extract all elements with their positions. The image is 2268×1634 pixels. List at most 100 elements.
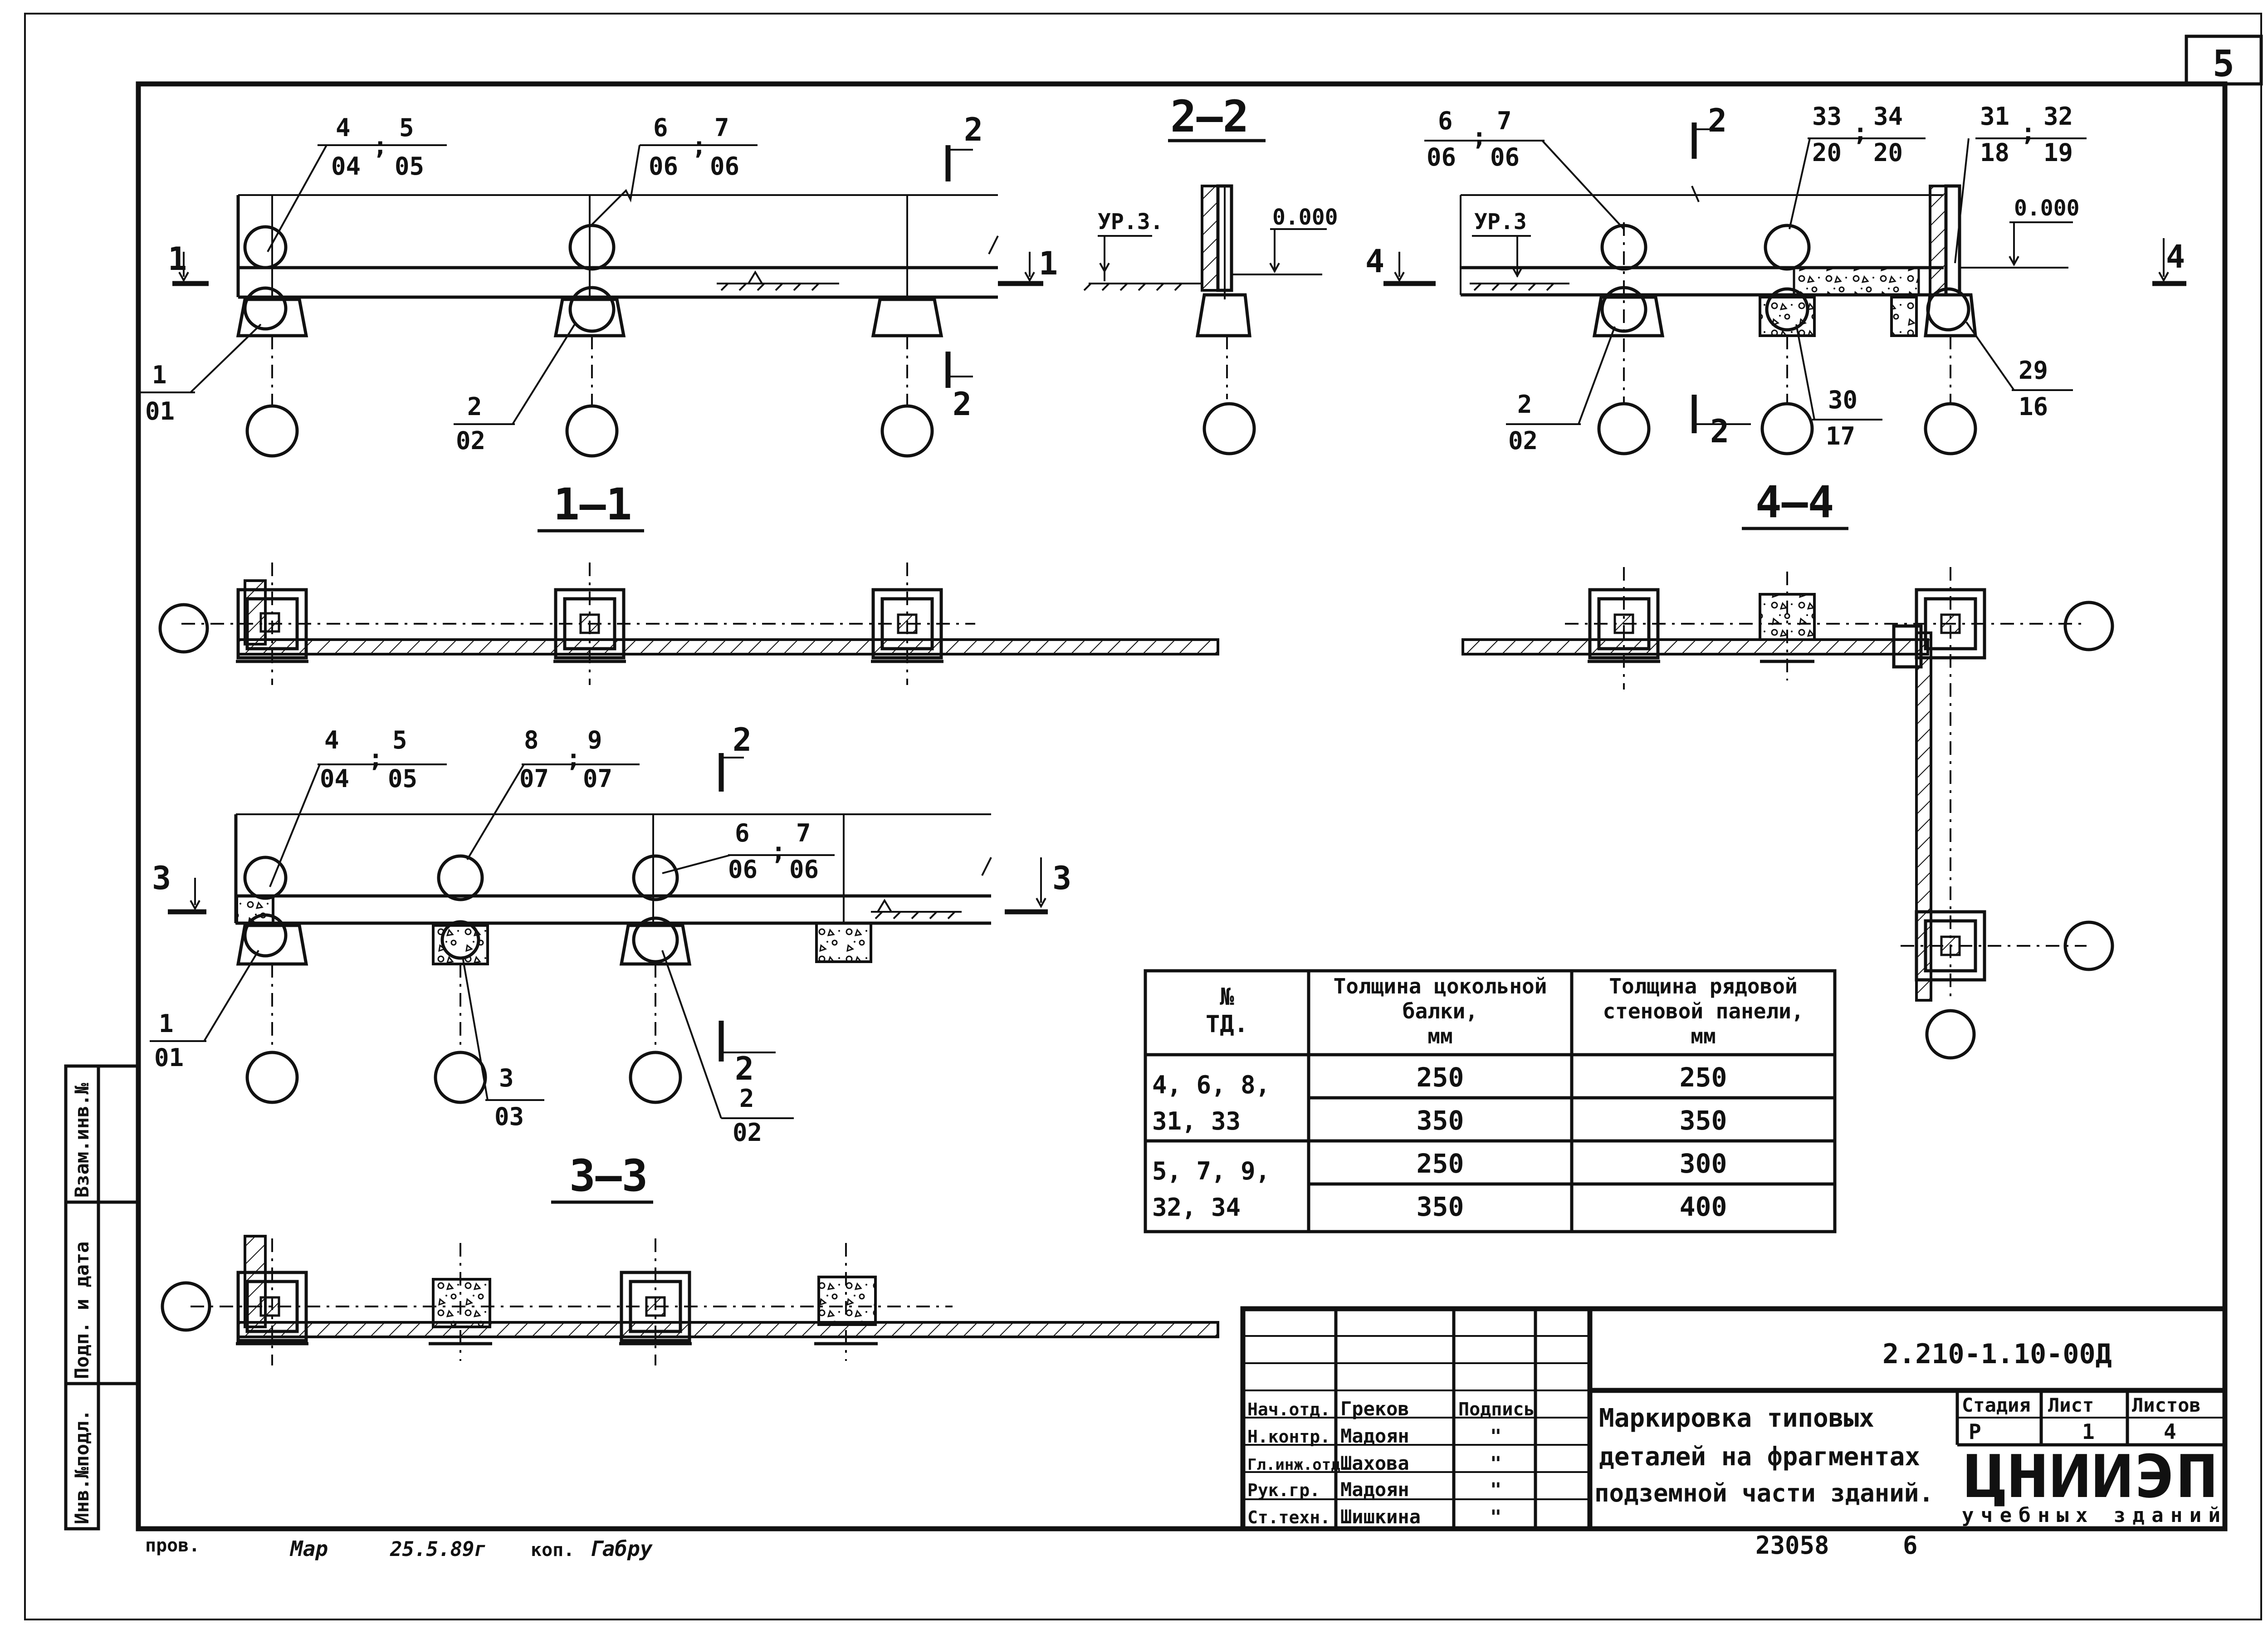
title-line-3: подземной части зданий. — [1594, 1479, 1934, 1507]
cut-2-mid-top: 2 — [733, 721, 752, 758]
table-header-beam: Толщина цокольной — [1334, 974, 1547, 998]
cut-2-top: 2 — [964, 111, 983, 148]
note-signature-2: Габру — [590, 1536, 653, 1561]
sheet-value: 1 — [2082, 1419, 2095, 1444]
table-group-2-td: 5, 7, 9, — [1152, 1157, 1270, 1185]
svg-text:29: 29 — [2019, 356, 2048, 385]
table-group-1-td: 4, 6, 8, — [1152, 1071, 1270, 1099]
title-line-1: Маркировка типовых — [1599, 1404, 1874, 1433]
table-header-panel: Толщина рядовой — [1609, 974, 1797, 998]
svg-text:04: 04 — [320, 764, 349, 793]
level-ur3-22: УР.3. — [1098, 209, 1163, 235]
side-podp-data: Подп. и дата — [71, 1242, 93, 1379]
svg-text:стеновой панели,: стеновой панели, — [1603, 999, 1804, 1023]
sheets-value: 4 — [2164, 1419, 2176, 1444]
side-stamp: Инв.№подл. Подп. и дата Взам.инв.№ — [64, 1064, 138, 1531]
role-3: Гл.инж.отд. — [1247, 1456, 1349, 1474]
svg-text:;: ; — [566, 744, 581, 773]
sheet-number: 5 — [2213, 43, 2234, 85]
callouts-elevation-1: 4 04 ; 5 05 6 06 ; 7 06 1 01 2 02 — [141, 113, 758, 455]
sheet-number-box — [2185, 34, 2263, 86]
section-1-1-title: 1–1 — [553, 479, 632, 530]
doc-code: 2.210-1.10-00Д — [1882, 1338, 2112, 1370]
table-cell: 350 — [1417, 1105, 1464, 1136]
svg-text:;: ; — [771, 837, 786, 866]
cut-2-e4-bottom: 2 — [1710, 413, 1729, 450]
role-1: Нач.отд. — [1247, 1399, 1330, 1419]
svg-text:5: 5 — [392, 726, 407, 754]
svg-text:балки,: балки, — [1403, 999, 1478, 1023]
svg-text:ТД.: ТД. — [1206, 1011, 1248, 1038]
stage-header: Стадия — [1962, 1394, 2031, 1416]
svg-text:3: 3 — [499, 1064, 514, 1092]
svg-text:6: 6 — [735, 819, 750, 847]
cut-2-e4-top: 2 — [1708, 102, 1727, 139]
note-kop: коп. — [531, 1540, 574, 1561]
table-cell: 350 — [1417, 1191, 1464, 1222]
sig-mark-4: " — [1490, 1506, 1501, 1528]
table-cell: 250 — [1417, 1148, 1464, 1179]
svg-text:02: 02 — [1508, 426, 1538, 455]
svg-text:1: 1 — [159, 1009, 174, 1038]
svg-text:;: ; — [1853, 118, 1868, 147]
svg-text:2: 2 — [467, 392, 482, 421]
svg-text:05: 05 — [395, 152, 424, 181]
table-cell: 400 — [1680, 1191, 1727, 1222]
callouts-elevation-4: 6 06 ; 7 06 33 20 ; 34 20 31 18 ; 32 19 … — [1424, 102, 2087, 455]
svg-text:6: 6 — [653, 113, 668, 142]
svg-text:31: 31 — [1980, 102, 2009, 131]
svg-text:мм: мм — [1427, 1024, 1452, 1048]
svg-text:мм: мм — [1691, 1024, 1716, 1048]
name-2: Мадоян — [1340, 1425, 1409, 1447]
title-line-2: деталей на фрагментах — [1599, 1442, 1920, 1472]
plan-1-1 — [158, 563, 1219, 685]
note-date: 25.5.89г — [390, 1538, 486, 1561]
cut-2-mid-bottom: 2 — [735, 1050, 754, 1087]
role-4: Рук.гр. — [1247, 1480, 1320, 1500]
svg-text:34: 34 — [1873, 102, 1903, 131]
section-2-2-title: 2–2 — [1170, 91, 1249, 142]
section-4-4-title: 4–4 — [1755, 477, 1834, 528]
svg-text:7: 7 — [714, 113, 729, 142]
svg-text:2: 2 — [1517, 390, 1532, 419]
svg-text:17: 17 — [1826, 422, 1855, 450]
elevation-1: 1 1 2 2 — [168, 111, 1058, 458]
side-vzam-inv: Взам.инв.№ — [71, 1083, 93, 1198]
inner-frame — [136, 81, 2228, 1531]
table-cell: 350 — [1680, 1105, 1727, 1136]
svg-text:06: 06 — [1427, 143, 1456, 171]
table-cell: 250 — [1417, 1062, 1464, 1093]
svg-text:20: 20 — [1812, 138, 1842, 167]
svg-text:05: 05 — [388, 764, 417, 793]
svg-text:;: ; — [2021, 118, 2036, 147]
callouts-elevation-3: 4 04 ; 5 05 8 07 ; 9 07 6 06 ; 7 06 1 01… — [150, 726, 835, 1147]
svg-text:30: 30 — [1828, 386, 1857, 414]
svg-text:32: 32 — [2043, 102, 2073, 131]
svg-text:4: 4 — [336, 113, 351, 142]
cut-3-right: 3 — [1052, 860, 1071, 897]
signature-header: Подпись — [1458, 1399, 1535, 1420]
sheets-header: Листов — [2132, 1394, 2201, 1416]
svg-text:04: 04 — [331, 152, 361, 181]
svg-text:20: 20 — [1873, 138, 1903, 167]
sig-mark-3: " — [1490, 1478, 1501, 1501]
svg-text:01: 01 — [145, 397, 175, 426]
svg-text:06: 06 — [710, 152, 739, 181]
note-prov: пров. — [145, 1535, 200, 1556]
svg-text:02: 02 — [456, 426, 485, 455]
section-2-2: 2–2 УР.3. 0.000 — [1083, 91, 1338, 455]
svg-text:02: 02 — [733, 1118, 762, 1147]
role-5: Ст.техн. — [1247, 1507, 1330, 1527]
svg-text:;: ; — [692, 132, 707, 160]
name-3: Шахова — [1340, 1452, 1409, 1474]
svg-text:07: 07 — [519, 764, 549, 793]
name-1: Греков — [1340, 1398, 1409, 1420]
svg-text:9: 9 — [587, 726, 602, 754]
sig-mark-2: " — [1490, 1452, 1501, 1474]
svg-text:06: 06 — [728, 855, 758, 884]
format-number: 6 — [1903, 1531, 1918, 1560]
thickness-table — [1144, 969, 1837, 1233]
svg-text:32, 34: 32, 34 — [1152, 1193, 1241, 1222]
svg-text:8: 8 — [524, 726, 539, 754]
